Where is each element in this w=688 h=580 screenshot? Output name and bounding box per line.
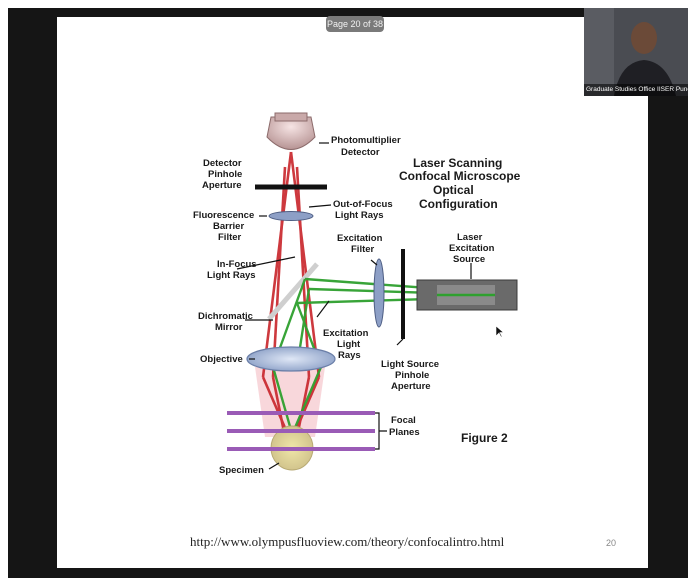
figure-label: Figure 2 (461, 431, 508, 445)
objective-lens (247, 347, 335, 371)
label-barrier-1: Fluorescence (193, 210, 254, 221)
label-excitation-filter-2: Filter (351, 244, 375, 255)
mouse-cursor-icon (496, 326, 504, 338)
label-focal-1: Focal (391, 415, 416, 426)
label-objective: Objective (200, 354, 243, 365)
focal-bracket (375, 413, 387, 449)
label-barrier-2: Barrier (213, 221, 244, 232)
leader-line (309, 205, 331, 207)
label-out-of-focus-2: Light Rays (335, 210, 384, 221)
leader-line (371, 260, 377, 265)
label-specimen: Specimen (219, 465, 264, 476)
leader-line (397, 339, 403, 345)
label-pmt-1: Photomultiplier (331, 135, 401, 146)
label-focal-2: Planes (389, 427, 420, 438)
photomultiplier-cap (275, 113, 307, 121)
label-excitation-filter-1: Excitation (337, 233, 383, 244)
title-line-1: Laser Scanning (413, 156, 502, 170)
barrier-filter (269, 212, 313, 221)
label-excitation-rays-3: Rays (338, 350, 361, 361)
label-light-pinhole-3: Aperture (391, 381, 431, 392)
label-laser-1: Laser (457, 232, 483, 243)
participant-avatar (584, 8, 688, 96)
label-excitation-rays-1: Excitation (323, 328, 369, 339)
leader-line (269, 463, 279, 469)
label-pmt-2: Detector (341, 147, 380, 158)
label-in-focus-1: In-Focus (217, 259, 257, 270)
title-line-4: Configuration (419, 197, 498, 211)
label-light-pinhole-2: Pinhole (395, 370, 429, 381)
label-barrier-3: Filter (218, 232, 242, 243)
page-indicator: Page 20 of 38 (326, 16, 384, 32)
photomultiplier-tube (267, 117, 315, 150)
label-detector-pinhole-3: Aperture (202, 180, 242, 191)
participant-video-tile[interactable]: Graduate Studies Office IISER Pune (584, 8, 688, 96)
label-detector-pinhole-2: Pinhole (208, 169, 242, 180)
excitation-filter (374, 259, 384, 327)
label-detector-pinhole-1: Detector (203, 158, 242, 169)
label-excitation-rays-2: Light (337, 339, 361, 350)
label-laser-2: Excitation (449, 243, 495, 254)
label-out-of-focus-1: Out-of-Focus (333, 199, 393, 210)
participant-name: Graduate Studies Office IISER Pune (584, 84, 688, 96)
title-line-2: Confocal Microscope (399, 169, 521, 183)
label-light-pinhole-1: Light Source (381, 359, 439, 370)
slide-source-url[interactable]: http://www.olympusfluoview.com/theory/co… (190, 534, 504, 550)
label-dichromatic-2: Mirror (215, 322, 243, 333)
confocal-diagram: Photomultiplier Detector Detector Pinhol… (57, 17, 648, 527)
slide-number: 20 (606, 538, 616, 548)
label-in-focus-2: Light Rays (207, 270, 256, 281)
label-dichromatic-1: Dichromatic (198, 311, 253, 322)
title-line-3: Optical (433, 183, 474, 197)
label-laser-3: Source (453, 254, 485, 265)
